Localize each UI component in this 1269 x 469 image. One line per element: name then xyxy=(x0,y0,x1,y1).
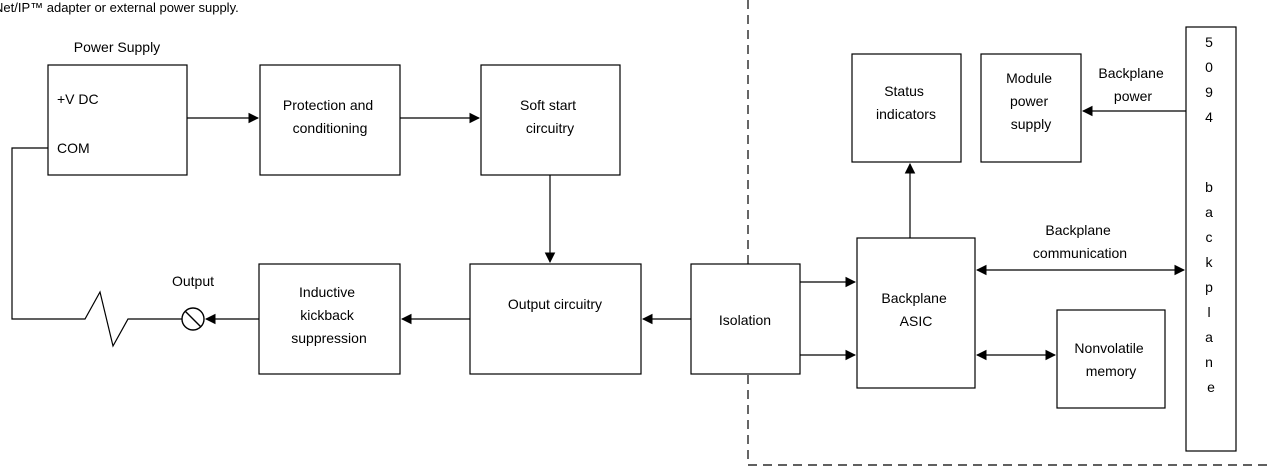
status-indicators-label: Status indicators xyxy=(876,83,936,122)
backplane-char: a xyxy=(1205,204,1213,220)
module-boundary xyxy=(747,0,1269,466)
inductive-label-line: kickback xyxy=(300,307,355,323)
asic-label-line: ASIC xyxy=(900,313,933,329)
nonvolatile-memory-block xyxy=(1056,309,1166,409)
backplane-comm-line: Backplane xyxy=(1045,222,1111,238)
backplane-asic-block xyxy=(856,237,976,389)
module-power-label-line: power xyxy=(1010,93,1048,109)
backplane-bar xyxy=(1185,26,1237,452)
soft-start-label-line: circuitry xyxy=(526,120,574,136)
backplane-power-line: power xyxy=(1114,88,1152,104)
header-text: Net/IP™ adapter or external power supply… xyxy=(0,0,239,15)
isolation-label: Isolation xyxy=(719,312,771,328)
nonvolatile-label-line: Nonvolatile xyxy=(1074,340,1143,356)
status-label-line: Status xyxy=(884,83,924,99)
backplane-bar-label: 5 0 9 4 b a c k p l a n e xyxy=(1205,34,1217,395)
protection-label: Protection and conditioning xyxy=(283,97,377,136)
backplane-char: p xyxy=(1205,279,1213,295)
inductive-label-line: Inductive xyxy=(299,284,355,300)
output-label: Output xyxy=(172,273,214,289)
inductive-kickback-block xyxy=(258,263,401,375)
output-terminal-icon xyxy=(181,307,205,331)
backplane-char: l xyxy=(1207,304,1210,320)
backplane-char: n xyxy=(1205,354,1213,370)
output-circuitry-label: Output circuitry xyxy=(508,296,602,312)
inductive-kickback-label: Inductive kickback suppression xyxy=(291,284,367,346)
module-power-label-line: Module xyxy=(1006,70,1052,86)
protection-label-line: conditioning xyxy=(293,120,368,136)
backplane-power-label: Backplane power xyxy=(1098,65,1167,104)
backplane-communication-label: Backplane communication xyxy=(1033,222,1127,261)
backplane-char: b xyxy=(1205,179,1213,195)
backplane-char: 4 xyxy=(1205,109,1213,125)
power-supply-vdc: +V DC xyxy=(57,91,99,107)
backplane-asic-label: Backplane ASIC xyxy=(881,290,950,329)
isolation-block xyxy=(690,263,801,375)
status-indicators-block xyxy=(851,53,962,163)
module-power-label: Module power supply xyxy=(1006,70,1056,132)
asic-label-line: Backplane xyxy=(881,290,947,306)
protection-label-line: Protection and xyxy=(283,97,373,113)
com-return-wire xyxy=(11,147,182,348)
soft-start-label: Soft start circuitry xyxy=(520,97,580,136)
soft-start-block xyxy=(480,64,621,176)
backplane-comm-line: communication xyxy=(1033,245,1127,261)
nonvolatile-memory-label: Nonvolatile memory xyxy=(1074,340,1147,379)
backplane-char: c xyxy=(1206,229,1213,245)
backplane-power-line: Backplane xyxy=(1098,65,1164,81)
backplane-char: k xyxy=(1206,254,1214,270)
output-circuitry-block xyxy=(469,263,642,375)
nonvolatile-label-line: memory xyxy=(1086,363,1137,379)
backplane-char: 9 xyxy=(1205,84,1213,100)
module-power-label-line: supply xyxy=(1011,116,1051,132)
power-supply-title: Power Supply xyxy=(74,39,160,55)
soft-start-label-line: Soft start xyxy=(520,97,576,113)
power-supply-com: COM xyxy=(57,140,90,156)
backplane-char: 0 xyxy=(1205,59,1213,75)
power-supply-box xyxy=(47,64,188,176)
protection-block xyxy=(259,64,401,176)
inductive-label-line: suppression xyxy=(291,330,367,346)
module-power-supply-block xyxy=(980,53,1082,163)
status-label-line: indicators xyxy=(876,106,936,122)
backplane-char: a xyxy=(1205,329,1213,345)
backplane-char: e xyxy=(1207,379,1215,395)
backplane-char: 5 xyxy=(1205,34,1213,50)
